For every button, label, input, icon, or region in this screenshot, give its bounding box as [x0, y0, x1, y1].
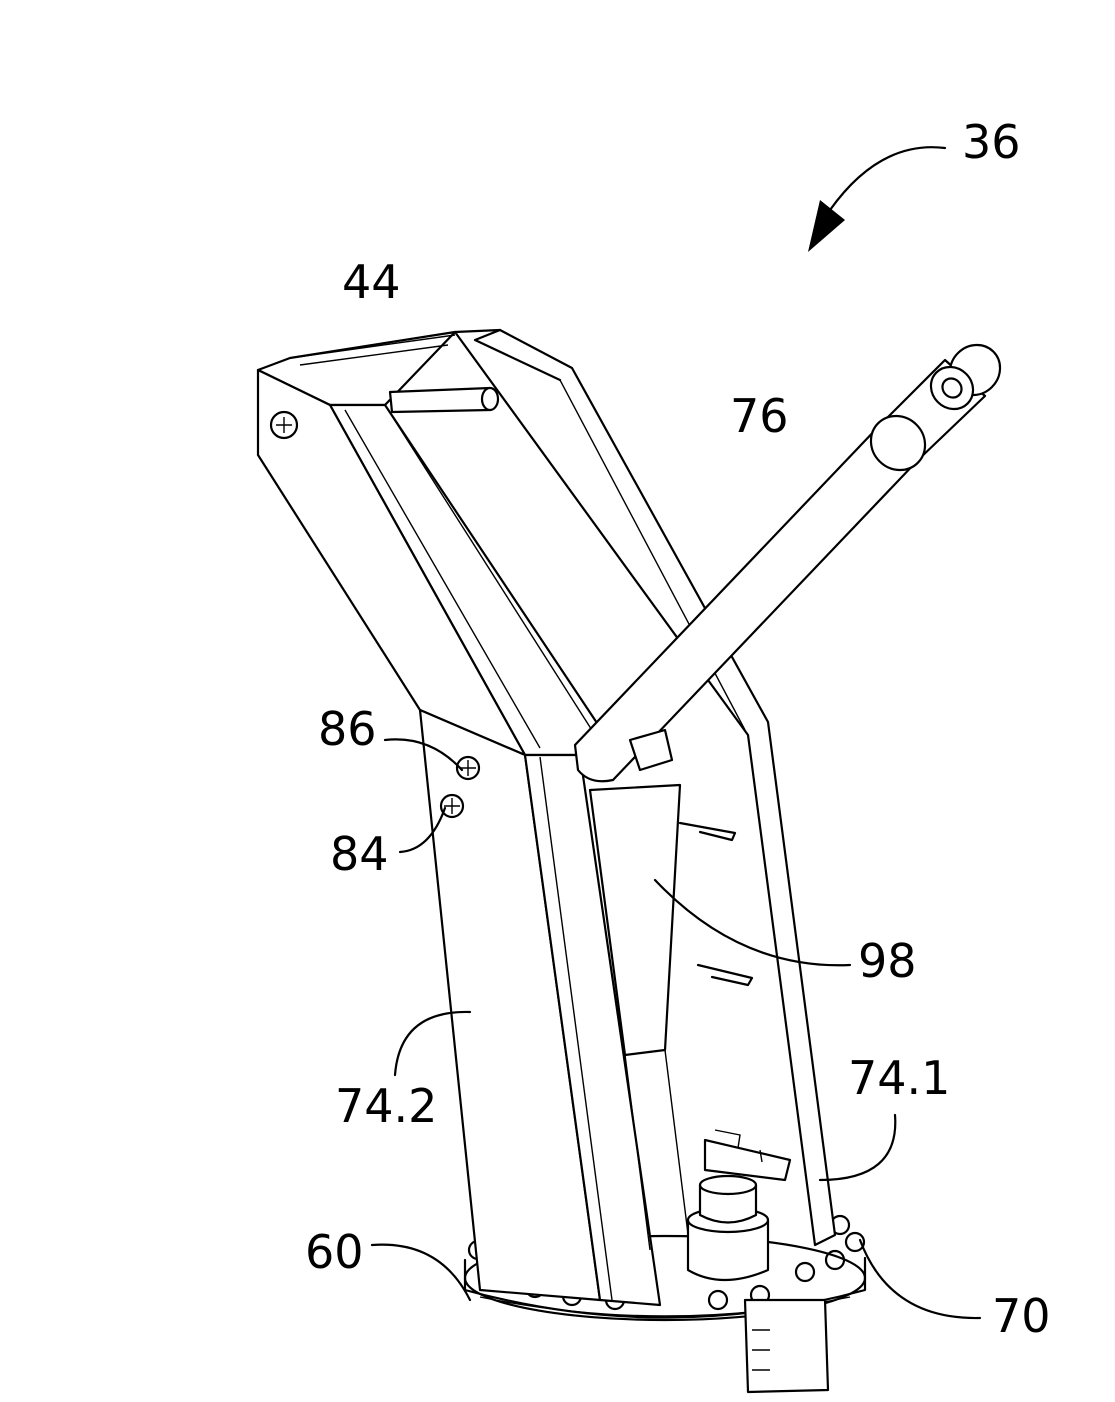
plate — [588, 783, 754, 1251]
label-84: 84 — [330, 827, 389, 881]
label-74-2: 74.2 — [335, 1079, 437, 1133]
actuator — [686, 1129, 792, 1282]
housing-upper — [256, 330, 607, 757]
label-36: 36 — [962, 115, 1021, 169]
label-86: 86 — [318, 702, 377, 756]
label-74-1: 74.1 — [848, 1051, 950, 1105]
label-76: 76 — [730, 389, 789, 443]
handle-tube — [573, 343, 1002, 783]
label-60: 60 — [305, 1225, 364, 1279]
side-wall-left — [418, 708, 662, 1307]
label-44: 44 — [342, 255, 401, 309]
label-98: 98 — [858, 934, 917, 988]
screw-icon — [269, 410, 299, 440]
arrow-icon — [808, 200, 845, 252]
pin — [388, 386, 500, 414]
leader-lines — [370, 146, 982, 1320]
label-70: 70 — [992, 1289, 1051, 1343]
